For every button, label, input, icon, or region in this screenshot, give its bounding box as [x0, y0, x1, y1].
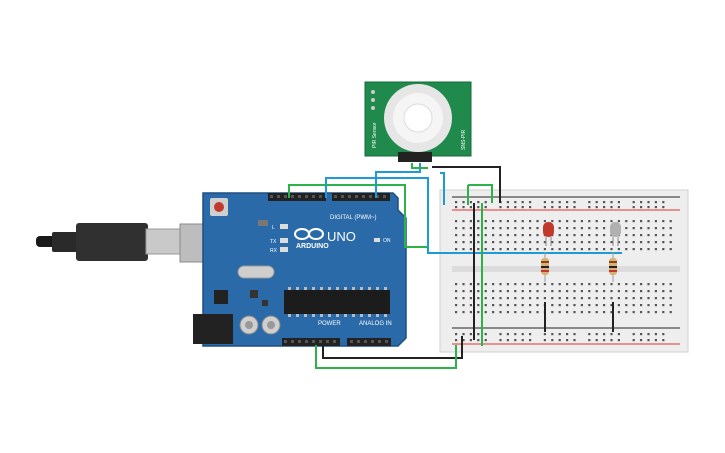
pir-left-label: PIR Sensor: [372, 122, 378, 148]
analog-header[interactable]: [347, 338, 391, 346]
crystal: [237, 265, 275, 279]
led-label-rx: RX: [270, 248, 278, 254]
analog-label: ANALOG IN: [359, 321, 392, 327]
wire-blue-breadboard[interactable]: [440, 172, 445, 205]
voltage-regulator: [214, 290, 228, 304]
led-label-tx: TX: [270, 239, 277, 245]
resistor-1[interactable]: [541, 252, 549, 282]
wire-green-signal[interactable]: [288, 184, 427, 248]
power-jack[interactable]: [193, 314, 233, 344]
arduino-infinity-logo: [294, 228, 324, 240]
digital-label: DIGITAL (PWM~): [330, 215, 377, 221]
on-label: ON: [383, 238, 391, 244]
led-off[interactable]: [610, 222, 621, 246]
wire-black-gnd[interactable]: [322, 336, 463, 359]
wire-blue-led[interactable]: [325, 177, 622, 254]
arduino-uno-board[interactable]: DIGITAL (PWM~) L TX RX ARDUINO UNO ON: [193, 192, 407, 347]
led-red[interactable]: [543, 222, 554, 246]
pir-sensor[interactable]: PIR Sensor SNS-PIR: [364, 81, 472, 162]
pir-right-label: SNS-PIR: [461, 129, 467, 150]
power-header[interactable]: [282, 338, 340, 346]
breadboard[interactable]: [439, 189, 689, 353]
top-header-left[interactable]: [268, 193, 326, 201]
breadboard-holes: [455, 201, 672, 342]
wire-green-5v-pir[interactable]: [411, 163, 428, 169]
top-header-right[interactable]: [332, 193, 390, 201]
wire-green-vcc[interactable]: [467, 184, 493, 205]
wire-green-5v[interactable]: [315, 345, 457, 369]
model-label: UNO: [327, 229, 356, 244]
arduino-logo-text: ARDUINO: [296, 243, 329, 250]
atmega-chip: [284, 290, 390, 314]
resistor-2[interactable]: [609, 252, 617, 282]
power-label: POWER: [318, 321, 341, 327]
led-label-l: L: [272, 225, 275, 231]
wires[interactable]: [288, 163, 622, 369]
wire-black-gnd-pir[interactable]: [432, 166, 501, 203]
